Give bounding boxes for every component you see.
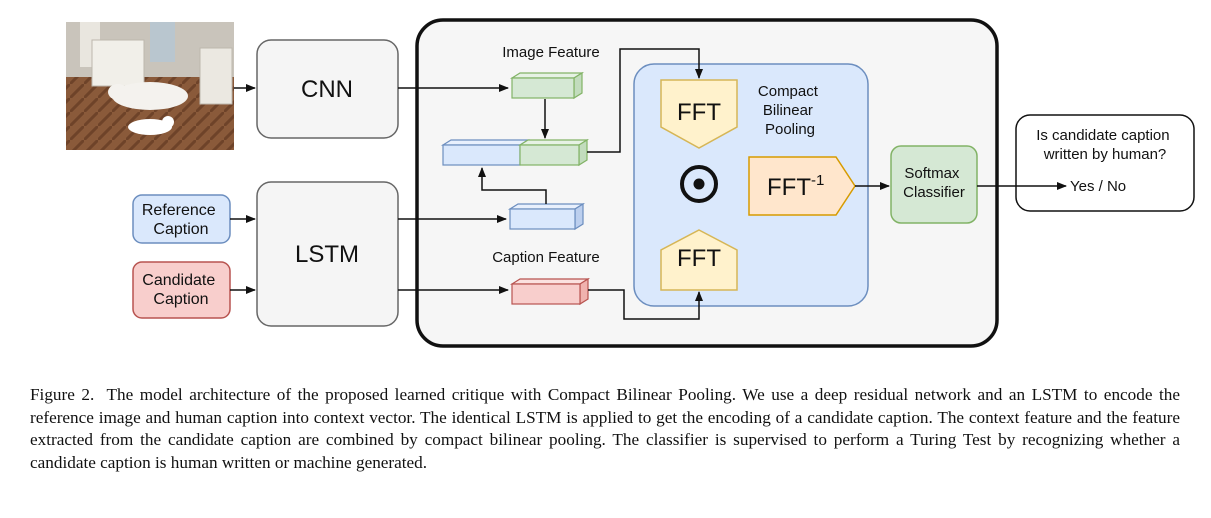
lstm-block [256,181,399,327]
input-image [66,22,234,150]
output-answer: Yes / No [1070,178,1126,195]
architecture-diagram: CNN LSTM Reference Caption Candidate Cap… [66,18,1195,348]
caption-feature-label: Caption Feature [492,249,600,266]
candidate-caption-label: Candidate Caption [142,272,219,308]
softmax-classifier-label: Softmax Classifier [903,165,965,201]
figure-label: Figure 2. [30,385,95,404]
context-vector [440,138,590,167]
cnn-label: CNN [301,76,353,103]
figure-caption: Figure 2. The model architecture of the … [30,384,1180,474]
fft-top-block [660,79,738,149]
image-feature-vector [509,71,585,100]
arrow-reference-to-context [478,167,547,204]
output-question: Is candidate caption written by human? [1036,127,1174,163]
fft-bottom-label: FFT [677,245,721,272]
candidate-caption-box [132,261,231,319]
arrow-context-to-fft [587,48,703,153]
ifft-label: FFT-1 [767,172,824,201]
elementwise-product-icon [680,165,718,203]
cbp-title: Compact Bilinear Pooling [758,83,822,138]
arrow-caption-to-fft [588,289,703,320]
fft-top-label: FFT [677,99,721,126]
caption-feature-vector [509,277,591,306]
reference-caption-label: Reference Caption [142,202,220,238]
reference-feature-vector [507,202,586,231]
softmax-classifier-block [890,145,978,224]
image-feature-label: Image Feature [502,44,600,61]
ifft-block [748,156,856,216]
fft-bottom-block [660,229,738,291]
lstm-label: LSTM [295,241,359,268]
cnn-block [256,39,399,139]
figure-caption-text: The model architecture of the proposed l… [30,385,1180,472]
